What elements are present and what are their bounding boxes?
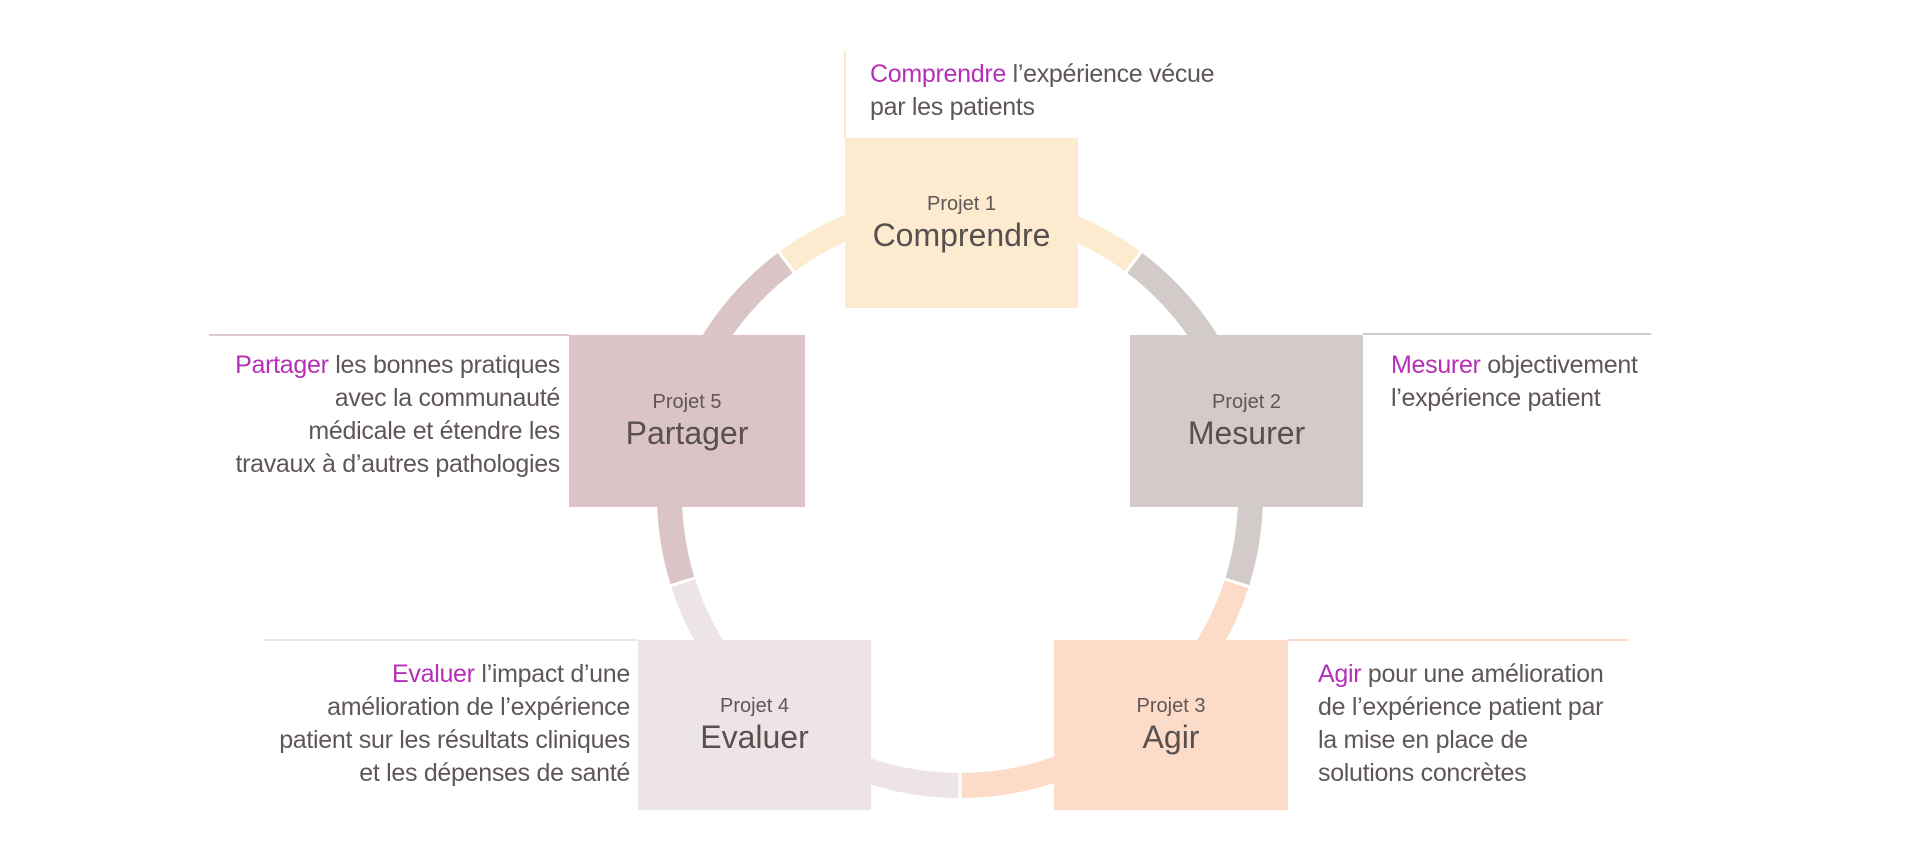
project-description-3: Agir pour une amélioration de l’expérien… — [1318, 658, 1604, 790]
description-text: par les patients — [870, 93, 1035, 121]
description-keyword: Mesurer — [1391, 351, 1481, 379]
project-description-4: Evaluer l’impact d’une amélioration de l… — [279, 658, 630, 790]
description-text: l’impact d’une — [474, 660, 630, 688]
project-title: Mesurer — [1187, 415, 1306, 451]
project-title: Comprendre — [872, 217, 1051, 253]
description-keyword: Evaluer — [392, 660, 475, 688]
project-number: Projet 3 — [1136, 695, 1206, 717]
description-text: médicale et étendre les — [308, 417, 560, 445]
description-text: pour une amélioration — [1361, 660, 1604, 688]
project-number: Projet 2 — [1212, 391, 1281, 413]
project-description-2: Mesurer objectivement l’expérience patie… — [1391, 349, 1638, 415]
description-text: amélioration de l’expérience — [327, 693, 630, 721]
description-text: solutions concrètes — [1318, 759, 1527, 787]
project-box-5: Projet 5 Partager — [569, 335, 805, 507]
description-keyword: Agir — [1318, 660, 1362, 688]
description-text: de l’expérience patient par — [1318, 693, 1604, 721]
connector-line-projet-3 — [1288, 639, 1628, 641]
project-number: Projet 5 — [652, 391, 722, 413]
description-text: travaux à d’autres pathologies — [235, 450, 560, 478]
connector-line-projet-4 — [263, 639, 638, 641]
description-text: et les dépenses de santé — [359, 759, 630, 787]
project-title: Agir — [1142, 719, 1200, 755]
project-title: Partager — [625, 415, 749, 451]
project-description-1: Comprendre l’expérience vécue par les pa… — [870, 58, 1215, 124]
description-keyword: Partager — [235, 351, 329, 379]
description-keyword: Comprendre — [870, 60, 1006, 88]
project-box-3: Projet 3 Agir — [1054, 640, 1288, 810]
project-title: Evaluer — [700, 719, 809, 755]
connector-line-projet-1 — [844, 50, 846, 138]
project-box-1: Projet 1 Comprendre — [845, 138, 1078, 308]
connector-line-projet-5 — [209, 334, 569, 336]
description-text: la mise en place de — [1318, 726, 1528, 754]
project-description-5: Partager les bonnes pratiques avec la co… — [235, 349, 560, 481]
description-text: patient sur les résultats cliniques — [279, 726, 630, 754]
project-number: Projet 1 — [927, 193, 996, 215]
description-text: l’expérience vécue — [1005, 60, 1215, 88]
project-number: Projet 4 — [720, 695, 789, 717]
description-text: avec la communauté — [334, 384, 561, 412]
project-box-2: Projet 2 Mesurer — [1130, 335, 1363, 507]
project-box-4: Projet 4 Evaluer — [638, 640, 871, 810]
description-text: les bonnes pratiques — [328, 351, 560, 379]
connector-line-projet-2 — [1363, 333, 1651, 335]
description-text: objectivement — [1480, 351, 1638, 379]
description-text: l’expérience patient — [1391, 384, 1601, 412]
